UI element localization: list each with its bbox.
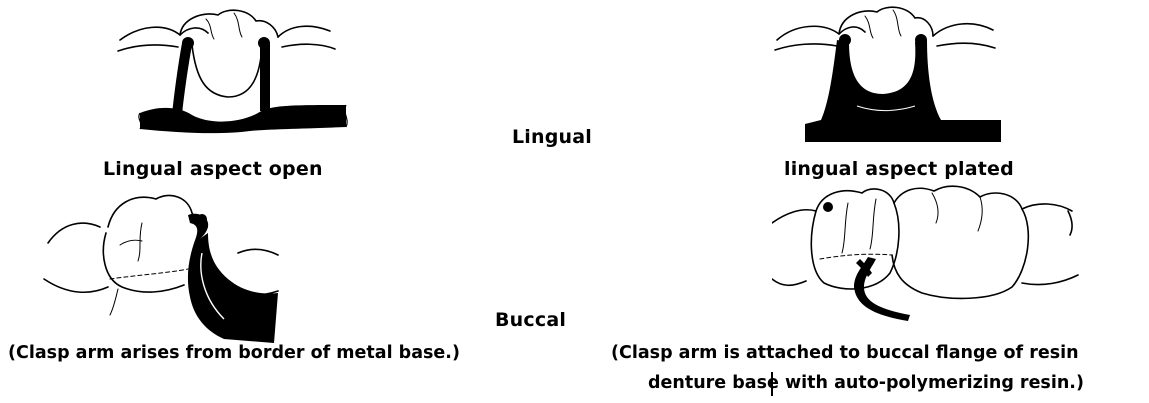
lingual-open-drawing [117,9,348,134]
caption-lingual-open: Lingual aspect open [103,158,323,180]
caption-resin-flange-line2: denture base with auto-polymerizing resi… [648,373,1084,393]
caption-resin-flange-line1: (Clasp arm is attached to buccal flange … [611,343,1079,363]
buccal-resin-flange-drawing [772,185,1079,321]
caption-metal-base: (Clasp arm arises from border of metal b… [8,343,460,363]
lingual-label: Lingual [512,126,593,148]
buccal-label: Buccal [495,309,567,331]
lingual-plated-drawing [774,6,1001,142]
caption-lingual-plated: lingual aspect plated [784,158,1014,180]
text-cursor [771,372,773,396]
buccal-metal-base-drawing [43,194,279,343]
